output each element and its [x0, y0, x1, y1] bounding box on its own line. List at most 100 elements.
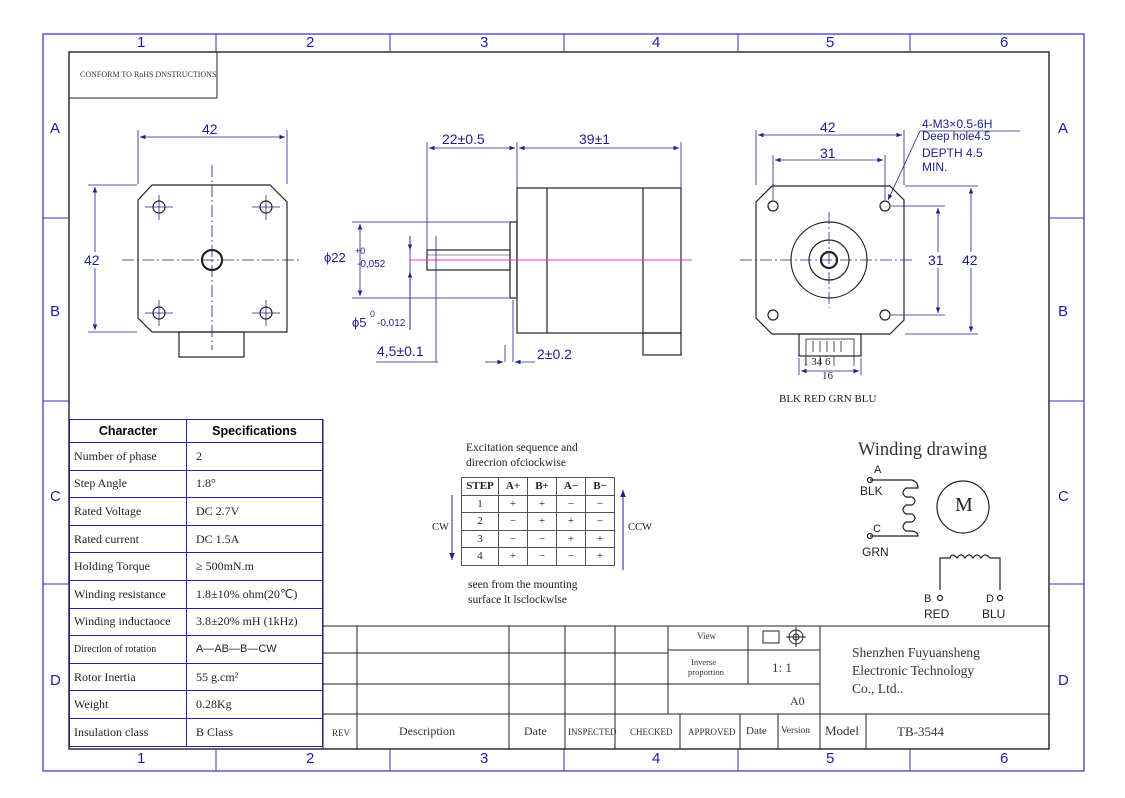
depth-note: DEPTH 4.5	[922, 146, 983, 160]
exc-cell: −	[527, 547, 557, 566]
spec-value: ≥ 500mN.m	[186, 552, 323, 581]
spec-key: Number of phase	[69, 442, 187, 471]
zone-row-a-right: A	[1058, 120, 1069, 137]
zone-row-b-left: B	[50, 303, 61, 320]
spec-key: Rotor Inertia	[69, 662, 187, 692]
terminal-blu: BLU	[982, 607, 1006, 621]
spec-value: DC 1.5A	[186, 524, 323, 554]
spec-key: Weight	[69, 690, 187, 719]
approved-label: APPROVED	[688, 727, 736, 737]
version-label: Version	[781, 726, 811, 736]
zone-col-5-top: 5	[826, 34, 835, 51]
exc-row: 4+−−+	[461, 547, 615, 566]
company-line-2: Electronic Technology	[852, 663, 975, 678]
rear-hole-spacing-x: 31	[820, 145, 836, 161]
view-label: View	[697, 631, 716, 641]
excitation-table: STEP A+ B+ A− B− 1++−− 2−++− 3−−++ 4+−−+	[461, 477, 615, 566]
spec-key: Insulation class	[69, 717, 187, 747]
zone-row-c-left: C	[50, 488, 61, 505]
side-view	[426, 187, 682, 356]
excitation-footer-2: surface lt lsclockwlse	[468, 594, 567, 606]
spec-value: DC 2.7V	[186, 497, 323, 526]
front-width-dim: 42	[202, 121, 218, 137]
spec-key: Step Angle	[69, 469, 187, 499]
front-height-dim: 42	[84, 252, 100, 268]
terminal-blk: BLK	[860, 484, 883, 498]
winding-title: Winding drawing	[858, 440, 988, 460]
exc-cell: −	[498, 529, 528, 548]
exc-cell: −	[556, 494, 586, 513]
spec-key: Directlon of rotation	[69, 635, 187, 664]
spec-value: 1.8±10% ohm(20℃)	[186, 579, 323, 609]
exc-cell: +	[556, 529, 586, 548]
zone-col-3-top: 3	[480, 34, 489, 51]
shaft-dia-lower-tol: -0,012	[377, 318, 406, 329]
excitation-title-1: Excitation sequence and	[466, 442, 578, 454]
spec-key: Winding inductaoce	[69, 607, 187, 637]
rear-width-dim: 42	[820, 119, 836, 135]
terminal-b: B	[924, 593, 932, 605]
date-label: Date	[524, 724, 547, 738]
checked-label: CHECKED	[630, 727, 673, 737]
spec-key: Winding resistance	[69, 579, 187, 609]
spec-header-character: Character	[69, 419, 187, 443]
spec-value: 2	[186, 442, 323, 471]
zone-row-b-right: B	[1058, 303, 1069, 320]
ccw-label: CCW	[628, 522, 652, 533]
spec-table: Character Specifications Number of phase…	[69, 419, 323, 747]
zone-col-6-bottom: 6	[1000, 750, 1009, 767]
body-length-dim: 39±1	[579, 131, 611, 147]
spec-key: Rated current	[69, 524, 187, 554]
rev-label: REV	[332, 728, 350, 738]
company-line-3: Co., Ltd..	[852, 681, 904, 696]
date2-label: Date	[746, 725, 767, 737]
zone-row-d-left: D	[50, 672, 61, 689]
exc-cell: −	[498, 512, 528, 531]
flange-thickness-dim: 2±0.2	[537, 346, 572, 362]
zone-col-6-top: 6	[1000, 34, 1009, 51]
exc-cell: +	[585, 529, 615, 548]
spec-value: 0.28Kg	[186, 690, 323, 719]
excitation-footer-1: seen from the mounting	[468, 579, 578, 591]
spec-value: B Class	[186, 717, 323, 747]
exc-cell: +	[527, 512, 557, 531]
zone-col-4-top: 4	[652, 34, 661, 51]
zone-col-2-top: 2	[306, 34, 315, 51]
spec-row: Holding Torque≥ 500mN.m	[69, 552, 323, 581]
exc-cell: −	[585, 512, 615, 531]
thread-note: 4-M3×0.5-6H	[922, 117, 993, 131]
title-block-lines	[322, 419, 1049, 749]
scale-value: 1: 1	[772, 660, 792, 675]
exc-cell: +	[498, 547, 528, 566]
flat-length-dim: 4,5±0.1	[377, 343, 424, 359]
zone-row-a-left: A	[50, 120, 61, 137]
exc-row: 1++−−	[461, 494, 615, 513]
spec-key: Rated Voltage	[69, 497, 187, 526]
exc-header: B−	[585, 477, 615, 496]
exc-cell: +	[498, 494, 528, 513]
zone-col-1-top: 1	[137, 34, 146, 51]
boss-dia-lower-tol: -0,052	[357, 259, 386, 270]
exc-cell: 3	[461, 529, 499, 548]
exc-cell: −	[585, 494, 615, 513]
inverse-label-2: proportion	[688, 667, 724, 677]
exc-row: 3−−++	[461, 529, 615, 548]
exc-header: A−	[556, 477, 586, 496]
terminal-d: D	[986, 593, 994, 605]
terminal-a: A	[874, 464, 882, 476]
exc-header: STEP	[461, 477, 499, 496]
front-view	[137, 184, 288, 358]
wire-colors: BLK RED GRN BLU	[779, 393, 877, 405]
company-line-1: Shenzhen Fuyuansheng	[852, 645, 980, 660]
spec-value: 1.8°	[186, 469, 323, 499]
rohs-box	[68, 51, 218, 99]
boss-dia-upper-tol: +0	[355, 246, 366, 256]
exc-cell: −	[556, 547, 586, 566]
spec-value: A—AB—B—CW	[186, 635, 323, 664]
